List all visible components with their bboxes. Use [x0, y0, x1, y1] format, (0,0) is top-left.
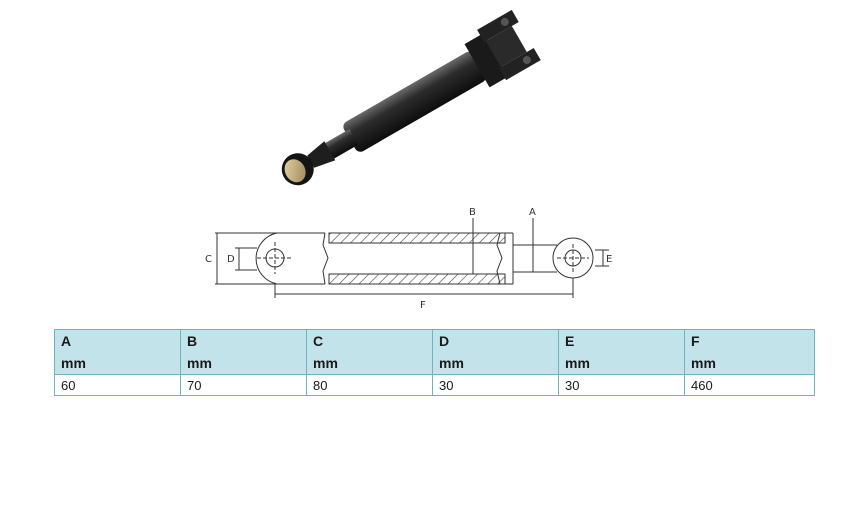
unit-a: mm: [54, 352, 181, 375]
value-d: 30: [432, 374, 559, 396]
unit-d: mm: [432, 352, 559, 375]
header-e: E: [558, 329, 685, 352]
dimensions-table: A B C D E F mm mm mm mm mm mm 60 70 80 3…: [54, 329, 815, 396]
unit-c: mm: [306, 352, 433, 375]
cylinder-photo: [281, 10, 541, 186]
header-a: A: [54, 329, 181, 352]
header-d: D: [432, 329, 559, 352]
value-a: 60: [54, 374, 181, 396]
cylinder-dimension-drawing: C D B A E F: [205, 207, 612, 311]
value-f: 460: [684, 374, 815, 396]
value-c: 80: [306, 374, 433, 396]
label-b: B: [469, 207, 476, 218]
label-d: D: [227, 254, 235, 265]
value-e: 30: [558, 374, 685, 396]
header-c: C: [306, 329, 433, 352]
unit-e: mm: [558, 352, 685, 375]
table-header-units: mm mm mm mm mm mm: [54, 352, 815, 375]
value-b: 70: [180, 374, 307, 396]
header-f: F: [684, 329, 815, 352]
unit-f: mm: [684, 352, 815, 375]
table-header-letters: A B C D E F: [54, 329, 815, 352]
unit-b: mm: [180, 352, 307, 375]
label-f: F: [420, 300, 426, 311]
table-row: 60 70 80 30 30 460: [54, 374, 815, 396]
label-c: C: [205, 254, 212, 265]
label-e: E: [606, 254, 612, 265]
header-b: B: [180, 329, 307, 352]
label-a: A: [529, 207, 536, 218]
